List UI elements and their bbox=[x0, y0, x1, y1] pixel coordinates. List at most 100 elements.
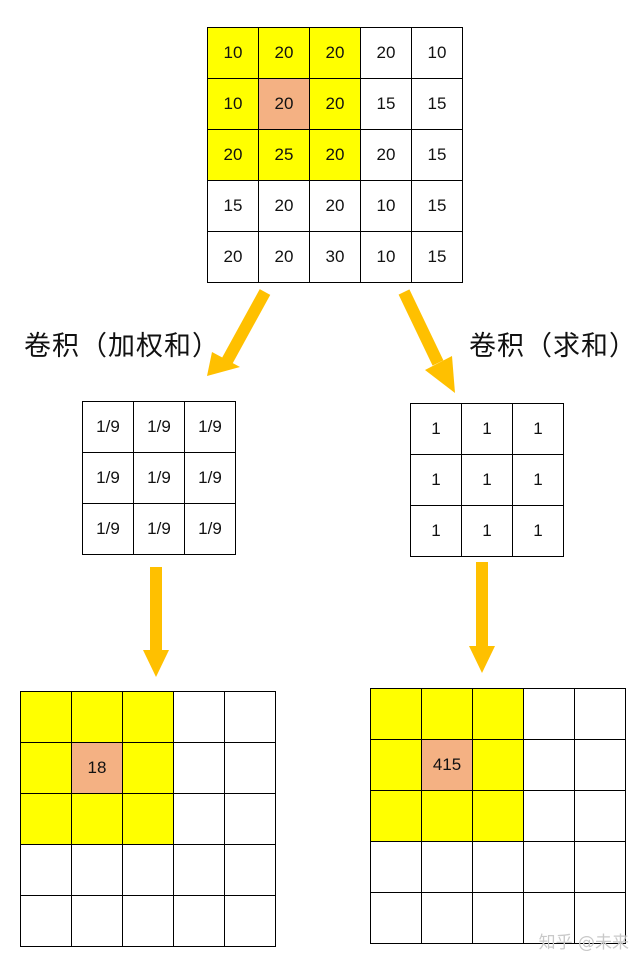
input-cell: 20 bbox=[309, 180, 361, 232]
result-cell bbox=[370, 688, 422, 740]
right-branch-label: 卷积（求和） bbox=[469, 331, 637, 362]
result-cell bbox=[173, 793, 225, 845]
result-cell bbox=[71, 895, 123, 947]
result-cell bbox=[472, 892, 524, 944]
input-cell: 15 bbox=[411, 129, 463, 181]
kernel-cell: 1/9 bbox=[184, 452, 236, 504]
result-cell bbox=[224, 844, 276, 896]
arrow-input-to-left-kernel bbox=[207, 289, 271, 376]
result-cell bbox=[370, 739, 422, 791]
result-cell bbox=[523, 739, 575, 791]
result-cell bbox=[523, 790, 575, 842]
result-cell bbox=[370, 790, 422, 842]
input-cell: 10 bbox=[360, 180, 412, 232]
result-cell bbox=[122, 691, 174, 743]
left-kernel: 1/9 1/9 1/9 1/9 1/9 1/9 1/9 1/9 1/9 bbox=[82, 401, 236, 555]
input-cell: 10 bbox=[207, 78, 259, 130]
input-cell: 15 bbox=[411, 231, 463, 283]
result-cell bbox=[20, 742, 72, 794]
right-result-matrix: 415 bbox=[370, 688, 626, 944]
input-cell: 15 bbox=[411, 180, 463, 232]
result-cell bbox=[472, 739, 524, 791]
result-cell bbox=[421, 790, 473, 842]
kernel-cell: 1/9 bbox=[133, 452, 185, 504]
input-cell: 25 bbox=[258, 129, 310, 181]
input-cell: 20 bbox=[258, 27, 310, 79]
kernel-cell: 1 bbox=[410, 403, 462, 455]
result-cell bbox=[20, 691, 72, 743]
result-cell bbox=[20, 793, 72, 845]
result-cell bbox=[224, 742, 276, 794]
result-cell bbox=[71, 793, 123, 845]
kernel-cell: 1/9 bbox=[133, 401, 185, 453]
input-cell: 20 bbox=[207, 231, 259, 283]
input-cell: 20 bbox=[360, 129, 412, 181]
result-cell bbox=[173, 844, 225, 896]
result-center-cell: 415 bbox=[421, 739, 473, 791]
input-cell: 20 bbox=[309, 129, 361, 181]
left-branch-label: 卷积（加权和） bbox=[24, 331, 220, 362]
input-cell: 15 bbox=[411, 78, 463, 130]
input-cell: 20 bbox=[258, 231, 310, 283]
kernel-cell: 1 bbox=[512, 505, 564, 557]
kernel-cell: 1/9 bbox=[184, 503, 236, 555]
input-cell: 20 bbox=[207, 129, 259, 181]
result-cell bbox=[71, 844, 123, 896]
right-kernel: 1 1 1 1 1 1 1 1 1 bbox=[410, 403, 564, 557]
kernel-cell: 1/9 bbox=[184, 401, 236, 453]
result-cell bbox=[173, 895, 225, 947]
result-cell bbox=[574, 739, 626, 791]
kernel-cell: 1 bbox=[410, 505, 462, 557]
kernel-cell: 1/9 bbox=[133, 503, 185, 555]
result-cell bbox=[122, 844, 174, 896]
kernel-cell: 1/9 bbox=[82, 452, 134, 504]
result-cell bbox=[173, 691, 225, 743]
result-cell bbox=[122, 742, 174, 794]
result-cell bbox=[224, 793, 276, 845]
result-cell bbox=[574, 841, 626, 893]
left-result-matrix: 18 bbox=[20, 691, 276, 947]
result-cell bbox=[421, 892, 473, 944]
kernel-cell: 1 bbox=[410, 454, 462, 506]
kernel-cell: 1 bbox=[461, 403, 513, 455]
result-cell bbox=[523, 688, 575, 740]
result-cell bbox=[523, 841, 575, 893]
input-cell: 10 bbox=[360, 231, 412, 283]
result-cell bbox=[574, 790, 626, 842]
result-cell bbox=[224, 691, 276, 743]
input-cell: 30 bbox=[309, 231, 361, 283]
result-cell bbox=[472, 841, 524, 893]
kernel-cell: 1 bbox=[461, 454, 513, 506]
input-matrix: 10 20 20 20 10 10 20 20 15 15 20 25 20 2… bbox=[207, 27, 463, 283]
result-cell bbox=[370, 841, 422, 893]
result-cell bbox=[173, 742, 225, 794]
kernel-cell: 1 bbox=[512, 403, 564, 455]
arrow-input-to-right-kernel bbox=[398, 289, 455, 393]
result-cell bbox=[370, 892, 422, 944]
arrow-right-kernel-to-result bbox=[469, 562, 495, 673]
input-cell: 20 bbox=[258, 180, 310, 232]
input-cell: 10 bbox=[411, 27, 463, 79]
result-cell bbox=[122, 793, 174, 845]
kernel-cell: 1/9 bbox=[82, 503, 134, 555]
kernel-cell: 1 bbox=[461, 505, 513, 557]
result-cell bbox=[574, 688, 626, 740]
result-cell bbox=[472, 790, 524, 842]
input-cell: 15 bbox=[360, 78, 412, 130]
arrow-left-kernel-to-result bbox=[143, 567, 169, 677]
result-center-cell: 18 bbox=[71, 742, 123, 794]
result-cell bbox=[20, 895, 72, 947]
input-cell: 20 bbox=[309, 27, 361, 79]
result-cell bbox=[20, 844, 72, 896]
result-cell bbox=[421, 688, 473, 740]
result-cell bbox=[472, 688, 524, 740]
kernel-cell: 1/9 bbox=[82, 401, 134, 453]
input-center-cell: 20 bbox=[258, 78, 310, 130]
input-cell: 10 bbox=[207, 27, 259, 79]
result-cell bbox=[122, 895, 174, 947]
input-cell: 15 bbox=[207, 180, 259, 232]
result-cell bbox=[71, 691, 123, 743]
kernel-cell: 1 bbox=[512, 454, 564, 506]
result-cell bbox=[224, 895, 276, 947]
